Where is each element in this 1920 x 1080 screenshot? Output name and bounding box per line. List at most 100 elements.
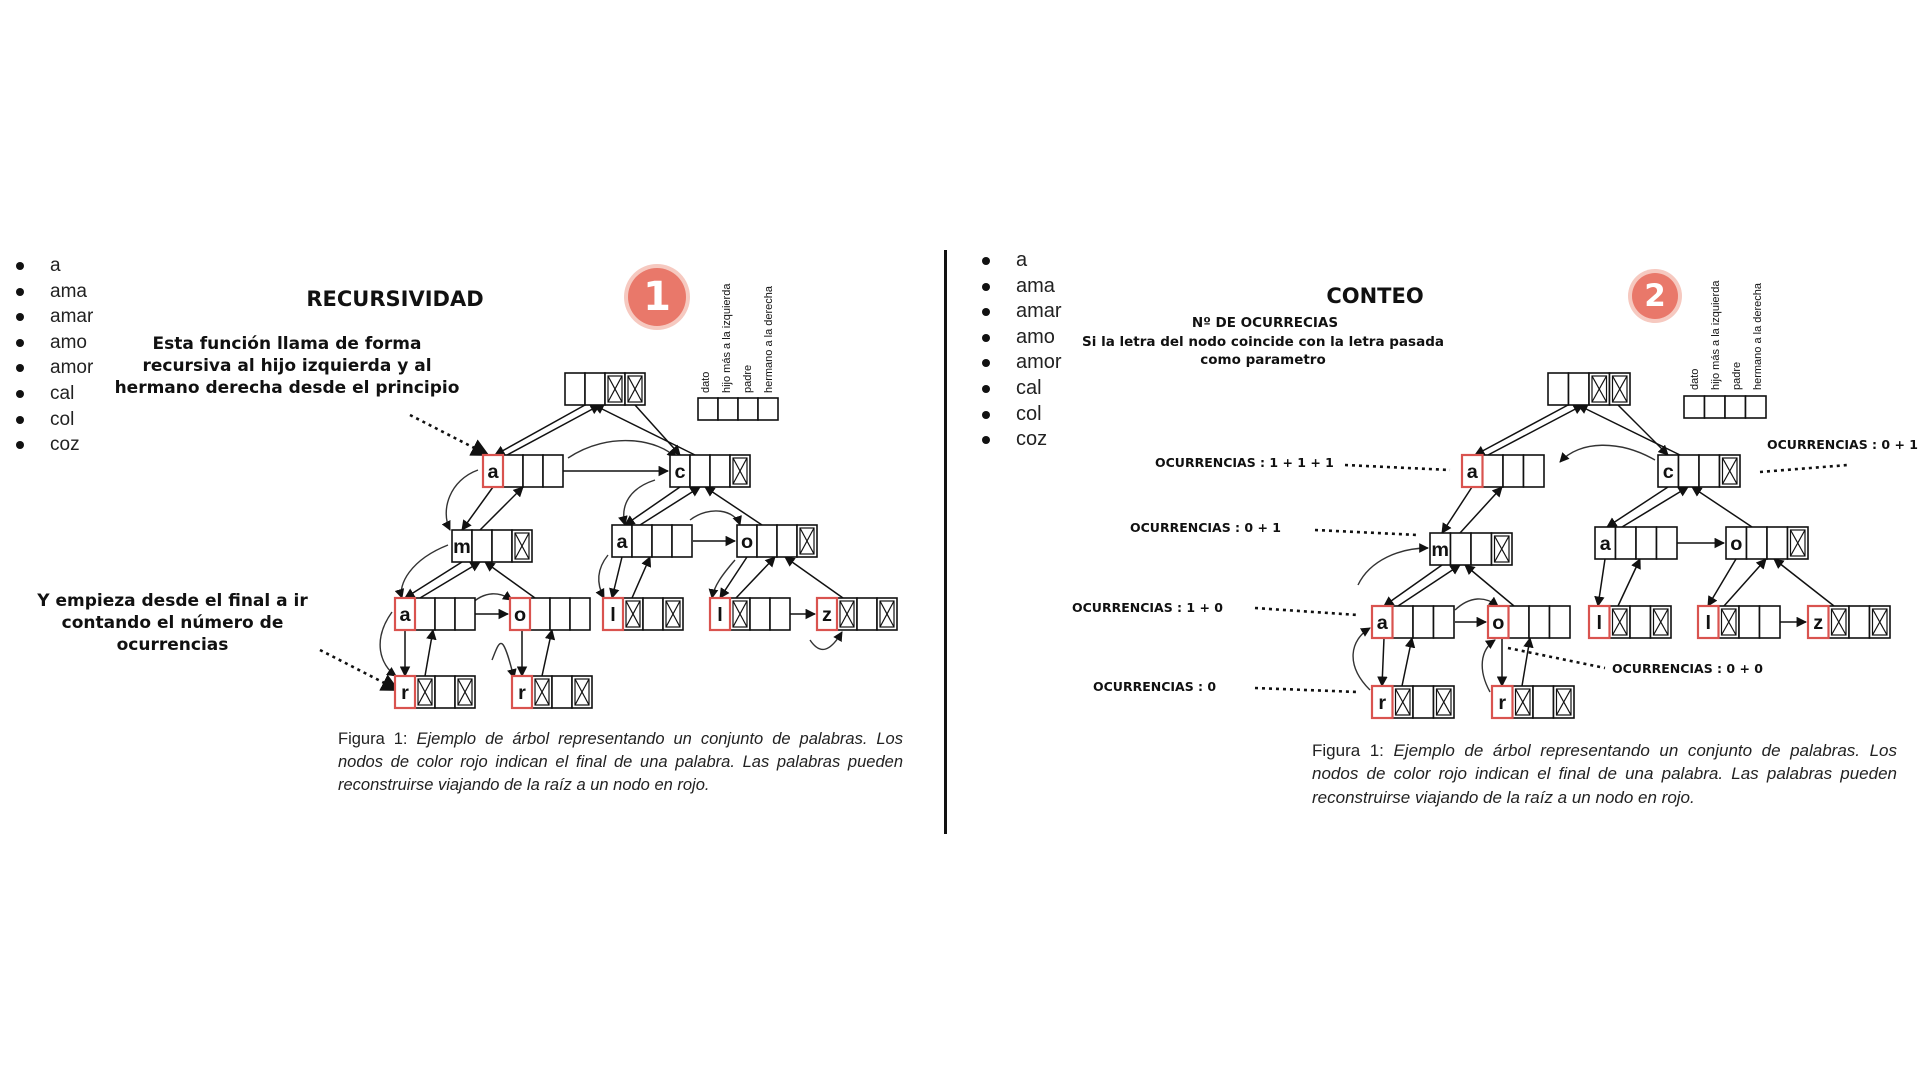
traversal-arrow xyxy=(708,559,736,599)
node-o-col: o xyxy=(736,524,818,558)
pointer-arrow xyxy=(424,628,437,677)
annotation-leader xyxy=(1507,646,1606,670)
pointer-arrow xyxy=(634,404,681,456)
node-cell xyxy=(1412,605,1435,639)
pointer-arrow xyxy=(1459,486,1503,534)
null-pointer-box xyxy=(1394,688,1411,716)
pointer-arrow xyxy=(1594,558,1606,608)
end-of-word-marker xyxy=(601,596,625,632)
node-letter: m xyxy=(453,536,471,558)
pointer-arrow xyxy=(1691,486,1753,528)
null-pointer-cross xyxy=(627,375,643,403)
pointer-arrow xyxy=(404,561,463,599)
node-letter: m xyxy=(1431,539,1449,561)
end-of-word-marker xyxy=(815,596,839,632)
pointer-arrow xyxy=(1707,558,1737,607)
word-item: a xyxy=(16,253,93,279)
null-pointer-cross xyxy=(607,375,623,403)
node-cell xyxy=(651,524,673,558)
node-o-col: o xyxy=(1725,526,1809,560)
traversal-arrow xyxy=(567,439,677,459)
node-letter: o xyxy=(1730,533,1742,555)
node-cell xyxy=(1507,605,1530,639)
annotation-leader xyxy=(1254,606,1359,617)
node-cell xyxy=(776,524,798,558)
pointer-arrow xyxy=(1474,404,1569,456)
word-item: ama xyxy=(16,279,93,305)
node-letter: l xyxy=(1705,612,1711,634)
traversal-arrow xyxy=(595,554,609,599)
step-one-badge: 1 xyxy=(628,268,686,326)
node-a-cal: a xyxy=(611,524,693,558)
pointer-arrow xyxy=(1617,404,1669,456)
null-pointer-cross xyxy=(1871,608,1888,636)
node-cell xyxy=(1698,454,1721,488)
node-cell xyxy=(1766,526,1789,560)
node-letter: z xyxy=(822,604,832,626)
pointer-arrow xyxy=(624,486,681,526)
null-pointer-box xyxy=(1514,688,1531,716)
annotation-leader xyxy=(1344,463,1451,472)
node-letter: l xyxy=(717,604,723,626)
node-o-amo: o xyxy=(508,596,591,632)
pointer-arrow xyxy=(1606,486,1669,528)
occurrences-o: OCURRENCIAS : 0 + 0 xyxy=(1612,661,1763,676)
null-pointer-cross xyxy=(1652,608,1669,636)
null-pointer-cross xyxy=(1720,608,1737,636)
traversal-arrow xyxy=(618,479,656,526)
occurrences-c: OCURRENCIAS : 0 + 1 xyxy=(1767,437,1918,452)
node-letter: a xyxy=(399,604,411,626)
node-l-col: l xyxy=(708,596,791,632)
null-pointer-cross xyxy=(1591,375,1608,403)
node-cell xyxy=(1502,454,1525,488)
pointer-arrow xyxy=(506,404,601,456)
node-letter: r xyxy=(401,682,409,704)
null-pointer-box xyxy=(1830,608,1847,636)
traversal-arrow xyxy=(394,544,449,599)
null-pointer-box xyxy=(1721,457,1738,485)
node-cell xyxy=(1432,605,1455,639)
null-pointer-cross xyxy=(1830,608,1847,636)
node-letter: r xyxy=(1498,692,1506,714)
node-cell xyxy=(631,524,653,558)
pointer-arrow xyxy=(1617,558,1641,607)
figure-caption-right: Figura 1: Ejemplo de árbol representando… xyxy=(1312,739,1897,809)
node-letter: z xyxy=(1813,612,1823,634)
node-cell xyxy=(434,675,456,709)
traversal-arrow xyxy=(379,611,397,677)
node-cell xyxy=(671,524,693,558)
node-letter: a xyxy=(1377,612,1389,634)
node-cell xyxy=(491,529,513,563)
node-cell xyxy=(564,372,586,406)
pointer-arrow xyxy=(639,486,701,526)
traversal-arrow xyxy=(1357,543,1429,586)
node-letter: c xyxy=(1663,461,1674,483)
node-cell xyxy=(856,597,878,631)
null-pointer-cross xyxy=(665,600,681,628)
null-pointer-cross xyxy=(574,678,590,706)
word-item: col xyxy=(982,402,1062,428)
caption-body: Ejemplo de árbol representando un conjun… xyxy=(338,730,903,794)
end-of-word-marker xyxy=(708,596,732,632)
word-list-left: a ama amar amo amor cal col coz xyxy=(16,253,93,458)
panel2-subtitle-detail: Si la letra del nodo coincide con la let… xyxy=(1082,334,1444,368)
pointer-arrow xyxy=(461,486,494,531)
null-pointer-cross xyxy=(514,532,530,560)
traversal-arrow xyxy=(1352,627,1371,691)
null-pointer-box xyxy=(1789,529,1806,557)
node-cell xyxy=(1677,454,1700,488)
node-z-coz: z xyxy=(815,596,898,632)
pointer-arrow xyxy=(1397,564,1461,607)
node-l-cal: l xyxy=(601,596,684,632)
pointer-arrow xyxy=(541,628,556,677)
traversal-arrow xyxy=(689,510,742,526)
null-pointer-box xyxy=(839,600,855,628)
node-cell xyxy=(769,597,791,631)
node-r-amor: r xyxy=(510,674,593,710)
node-a: a xyxy=(1460,453,1545,489)
end-of-word-marker xyxy=(1486,604,1510,640)
word-item: amar xyxy=(16,304,93,330)
node-cell xyxy=(1683,395,1706,419)
